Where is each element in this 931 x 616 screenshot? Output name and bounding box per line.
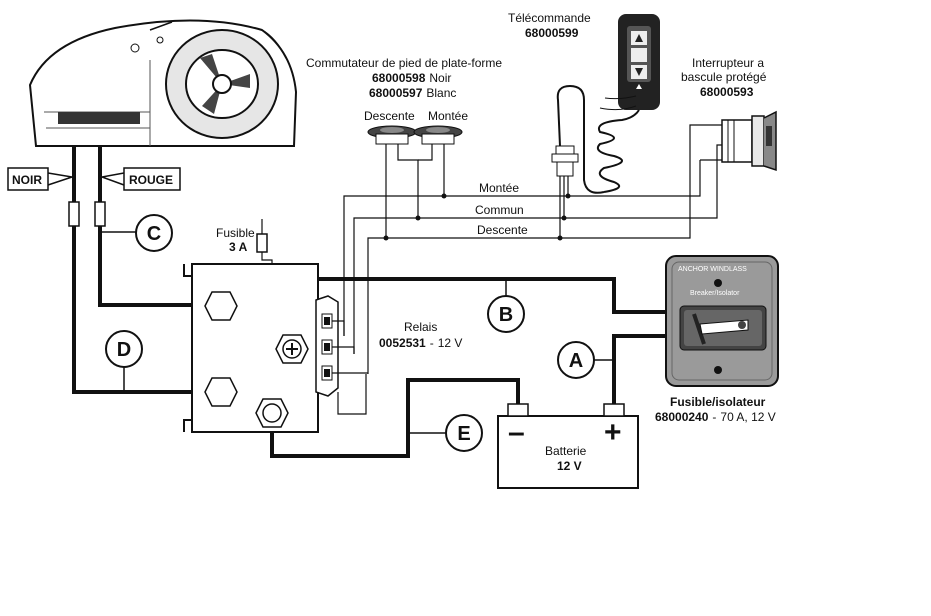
breaker-isolator: [665, 255, 779, 387]
fuse-rating: 3 A: [229, 240, 248, 254]
remote-control: [551, 14, 660, 194]
bus-down-label: Descente: [477, 223, 528, 237]
cable-letter-c: C: [147, 223, 161, 245]
relay-part: 0052531-12 V: [379, 336, 462, 350]
breaker-label: Fusible/isolateur: [670, 395, 766, 409]
cable-label-e: E: [408, 414, 483, 452]
foot-switch-montee: [413, 125, 463, 145]
rocker-label-line1: Interrupteur a: [692, 56, 764, 70]
foot-switch-descente: [367, 125, 417, 145]
cable-label-c: C: [100, 214, 173, 252]
cable-a: [612, 334, 666, 404]
battery-plus-sign: +: [604, 416, 622, 449]
bus-common-label: Commun: [475, 203, 524, 217]
breaker-panel-subtitle: Breaker/Isolator: [690, 290, 740, 297]
battery-voltage: 12 V: [557, 459, 582, 473]
cable-c: [98, 146, 192, 307]
fuse-label: Fusible: [216, 226, 255, 240]
cable-letter-a: A: [569, 350, 583, 372]
cable-label-b: B: [487, 279, 525, 333]
cable-b: [290, 277, 666, 335]
relay-label: Relais: [404, 320, 437, 334]
remote-title: Télécommande: [508, 11, 591, 25]
noir-tag: NOIR: [7, 167, 73, 191]
windlass-winch: [28, 19, 298, 147]
connector-red: [94, 201, 106, 227]
heavy-cables: [72, 146, 666, 458]
battery-label: Batterie: [545, 444, 587, 458]
battery: [497, 403, 639, 489]
rocker-switch: [721, 110, 777, 172]
cable-letter-d: D: [117, 339, 131, 361]
foot-switch-up-label: Montée: [428, 109, 468, 123]
junction-dots: [383, 193, 571, 241]
cable-letter-b: B: [499, 304, 513, 326]
cable-label-a: A: [557, 341, 614, 379]
rouge-tag: ROUGE: [99, 167, 181, 191]
cable-label-d: D: [105, 330, 143, 392]
cable-d: [72, 146, 192, 394]
breaker-part: 68000240-70 A, 12 V: [655, 410, 776, 424]
rocker-part-number: 68000593: [700, 85, 754, 99]
cable-e: [270, 378, 520, 458]
foot-switch-title: Commutateur de pied de plate-forme: [306, 56, 502, 70]
rouge-label: ROUGE: [129, 173, 173, 187]
noir-label: NOIR: [12, 173, 42, 187]
fuse-3a: [256, 233, 268, 253]
rocker-label-line2: bascule protégé: [681, 70, 767, 84]
remote-part-number: 68000599: [525, 26, 579, 40]
relay: [183, 263, 368, 433]
cable-letter-e: E: [457, 423, 470, 445]
battery-minus-sign: –: [508, 416, 525, 449]
breaker-panel-title: ANCHOR WINDLASS: [678, 266, 747, 273]
bus-up-label: Montée: [479, 181, 519, 195]
foot-switch-down-label: Descente: [364, 109, 415, 123]
connector-black: [68, 201, 80, 227]
